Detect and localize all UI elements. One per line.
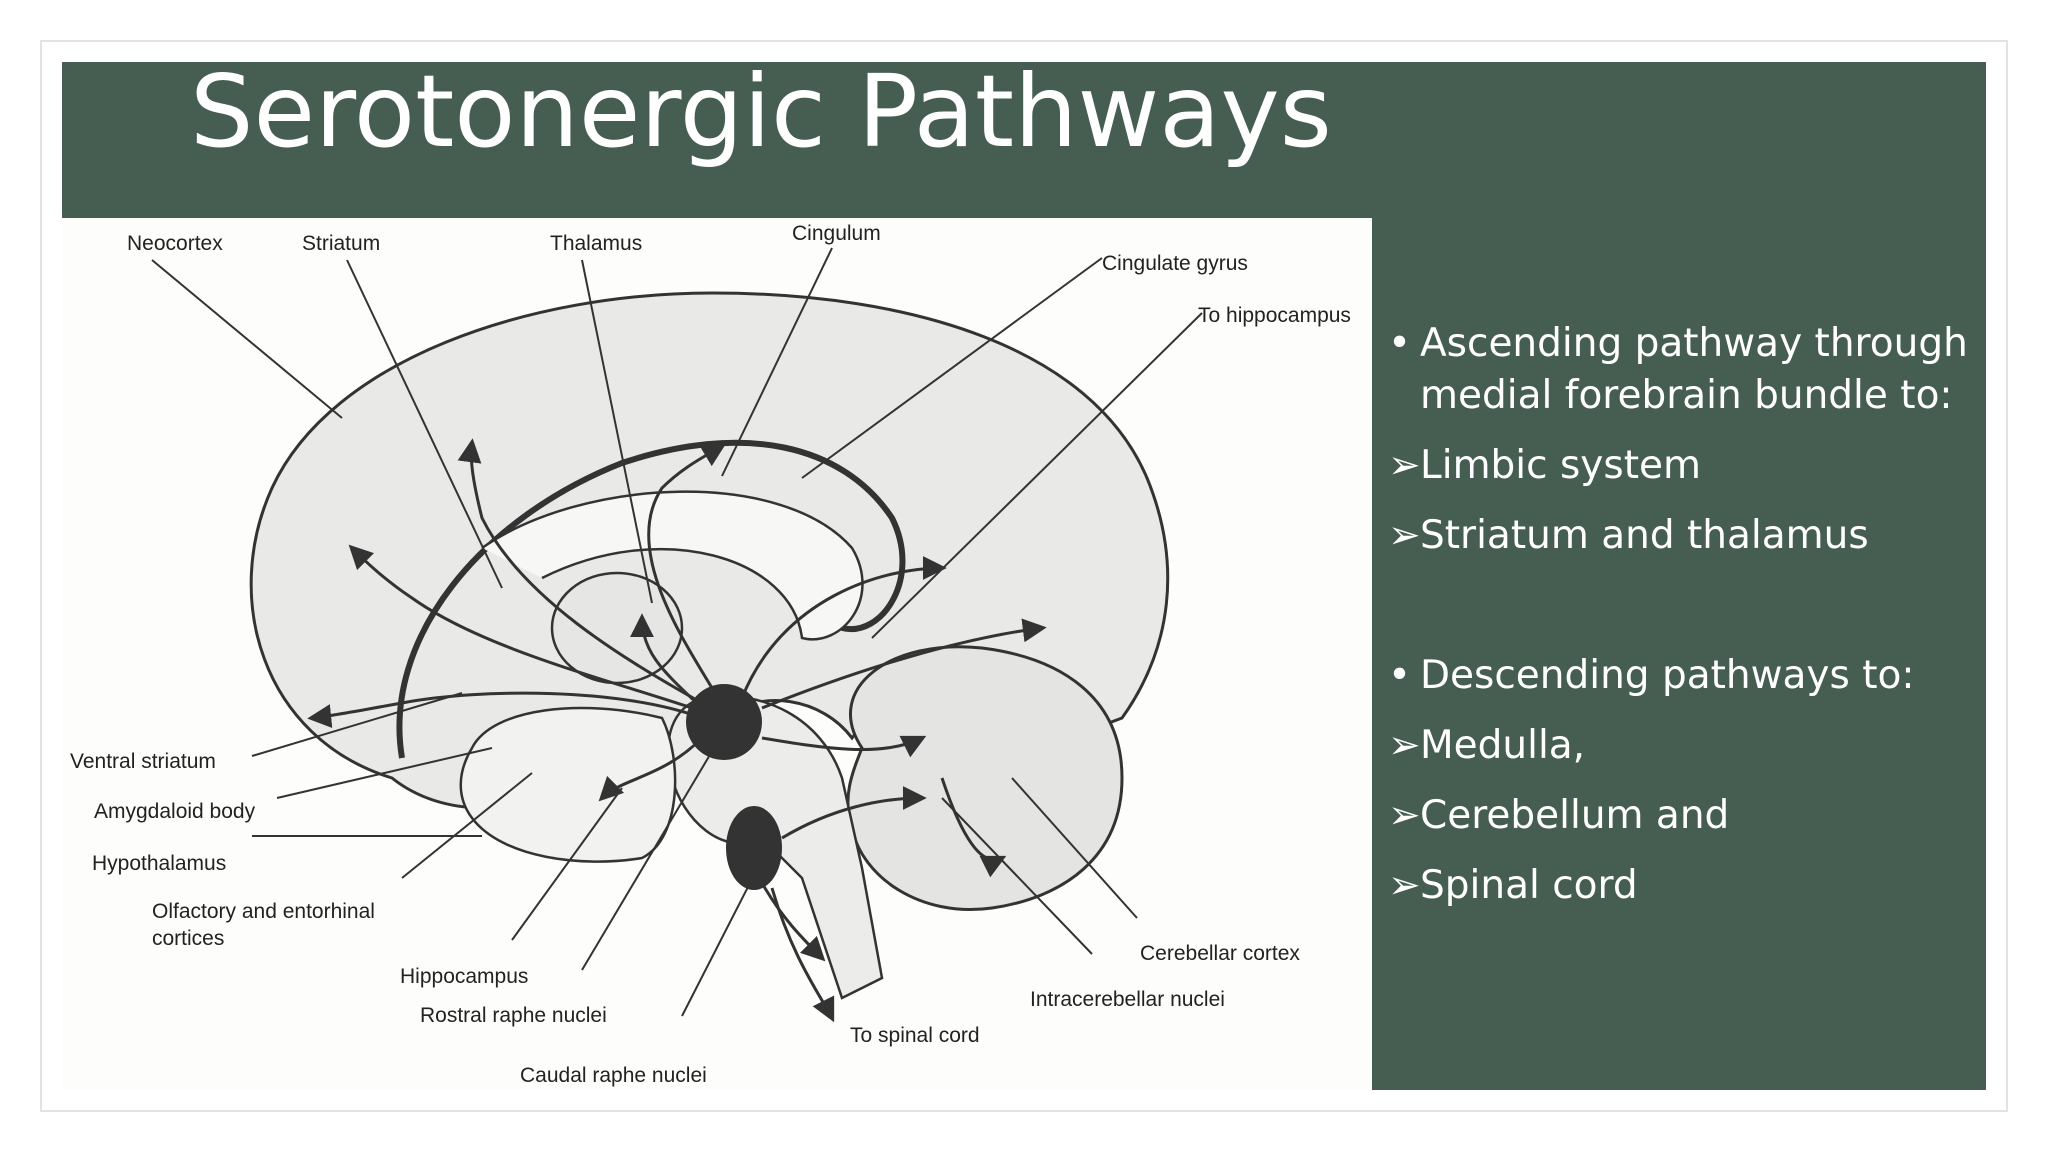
label-cerebellar-cortex: Cerebellar cortex <box>1140 942 1300 965</box>
label-olfactory-line1: Olfactory and entorhinal <box>152 900 375 923</box>
sub-item-spinal-cord: ➢Spinal cord <box>1388 860 1978 912</box>
caudal-raphe-nucleus <box>726 806 782 890</box>
label-to-hippocampus: To hippocampus <box>1198 304 1351 327</box>
bullet-dot: • <box>1388 321 1412 366</box>
bullet-dot: • <box>1388 653 1412 698</box>
corpus-callosum <box>481 490 864 641</box>
temporal-lobe-outline <box>459 706 677 863</box>
sub-item-limbic: ➢Limbic system <box>1388 440 1978 492</box>
label-neocortex: Neocortex <box>127 232 223 255</box>
label-hippocampus: Hippocampus <box>400 965 528 988</box>
label-striatum: Striatum <box>302 232 380 255</box>
arrow-bullet-icon: ➢ <box>1388 793 1421 838</box>
label-to-spinal-cord: To spinal cord <box>850 1024 980 1047</box>
cerebellum-outline <box>846 645 1124 911</box>
label-intracerebellar-nuclei: Intracerebellar nuclei <box>1030 988 1225 1011</box>
label-amygdaloid-body: Amygdaloid body <box>94 800 256 823</box>
slide-title: Serotonergic Pathways <box>190 53 1332 170</box>
label-rostral-raphe: Rostral raphe nuclei <box>420 1004 607 1027</box>
label-cingulum: Cingulum <box>792 222 881 245</box>
brain-diagram: Neocortex Striatum Thalamus Cingulum Cin… <box>62 218 1372 1090</box>
arrow-bullet-icon: ➢ <box>1388 863 1421 908</box>
label-caudal-raphe: Caudal raphe nuclei <box>520 1064 707 1087</box>
arrow-bullet-icon: ➢ <box>1388 723 1421 768</box>
arrow-bullet-icon: ➢ <box>1388 513 1421 558</box>
arrow-bullet-icon: ➢ <box>1388 443 1421 488</box>
sub-item-medulla: ➢Medulla, <box>1388 720 1978 772</box>
ascending-line2: medial forebrain bundle to: <box>1420 373 1953 418</box>
label-hypothalamus: Hypothalamus <box>92 852 226 875</box>
label-olfactory-line2: cortices <box>152 927 224 950</box>
serotonergic-pathway-illustration: Neocortex Striatum Thalamus Cingulum Cin… <box>70 222 1351 1087</box>
bullet-list: • Ascending pathway through medial foreb… <box>1388 318 1978 912</box>
ascending-line1: Ascending pathway through <box>1420 321 1968 366</box>
bullet-ascending: • Ascending pathway through medial foreb… <box>1388 318 1978 422</box>
label-ventral-striatum: Ventral striatum <box>70 750 216 773</box>
label-thalamus: Thalamus <box>550 232 642 255</box>
label-cingulate-gyrus: Cingulate gyrus <box>1102 252 1248 275</box>
rostral-raphe-nucleus <box>686 684 762 760</box>
descending-heading: Descending pathways to: <box>1420 653 1915 698</box>
sub-item-striatum-thalamus: ➢Striatum and thalamus <box>1388 510 1978 562</box>
sub-item-cerebellum: ➢Cerebellum and <box>1388 790 1978 842</box>
bullet-descending: • Descending pathways to: <box>1388 650 1978 702</box>
